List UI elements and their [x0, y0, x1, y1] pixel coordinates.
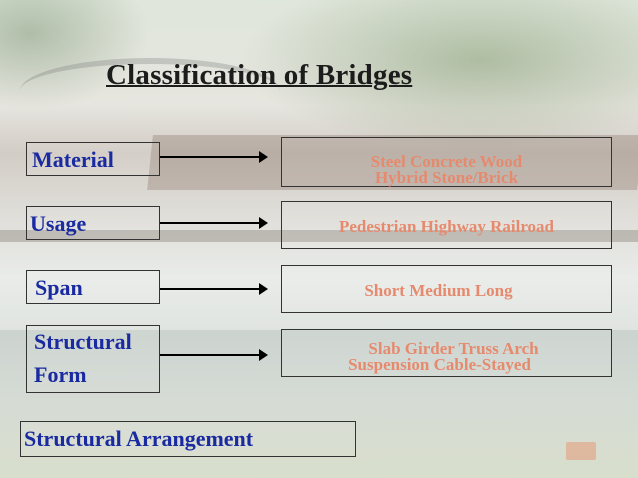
background-trees	[240, 0, 638, 150]
background-arch	[20, 58, 280, 124]
category-structural-arrangement-label: Structural Arrangement	[24, 426, 254, 451]
category-material: Material	[26, 142, 160, 176]
category-usage: Usage	[26, 206, 160, 240]
detail-structural-form: Slab Girder Truss Arch Suspension Cable-…	[281, 329, 612, 377]
detail-form-line2: Suspension Cable-Stayed	[348, 355, 531, 374]
detail-material-line1: Steel Concrete Wood	[370, 152, 523, 171]
detail-material: Steel Concrete Wood Hybrid Stone/Brick	[281, 137, 612, 187]
background-river	[0, 330, 638, 478]
detail-material-line2: Hybrid Stone/Brick	[374, 168, 519, 187]
detail-span: Short Medium Long	[281, 265, 612, 313]
detail-usage: Pedestrian Highway Railroad	[281, 201, 612, 249]
category-span: Span	[26, 270, 160, 304]
category-material-label: Material	[32, 147, 114, 172]
category-usage-label: Usage	[30, 211, 87, 236]
category-structural-arrangement: Structural Arrangement	[20, 421, 356, 457]
category-span-label: Span	[35, 275, 83, 300]
category-structural-form-line1: Structural	[34, 329, 132, 354]
arrow-material	[160, 151, 268, 163]
arrow-span	[160, 283, 268, 295]
detail-form-line1: Slab Girder Truss Arch	[368, 339, 539, 358]
detail-span-text: Short Medium Long	[364, 281, 513, 300]
category-structural-form-line2: Form	[34, 362, 87, 387]
slide-title: Classification of Bridges	[106, 59, 413, 91]
arrow-structural-form	[160, 349, 268, 361]
detail-usage-text: Pedestrian Highway Railroad	[338, 217, 555, 236]
slide-logo-icon	[566, 442, 596, 460]
arrow-usage	[160, 217, 268, 229]
category-structural-form: Structural Form	[26, 325, 160, 393]
